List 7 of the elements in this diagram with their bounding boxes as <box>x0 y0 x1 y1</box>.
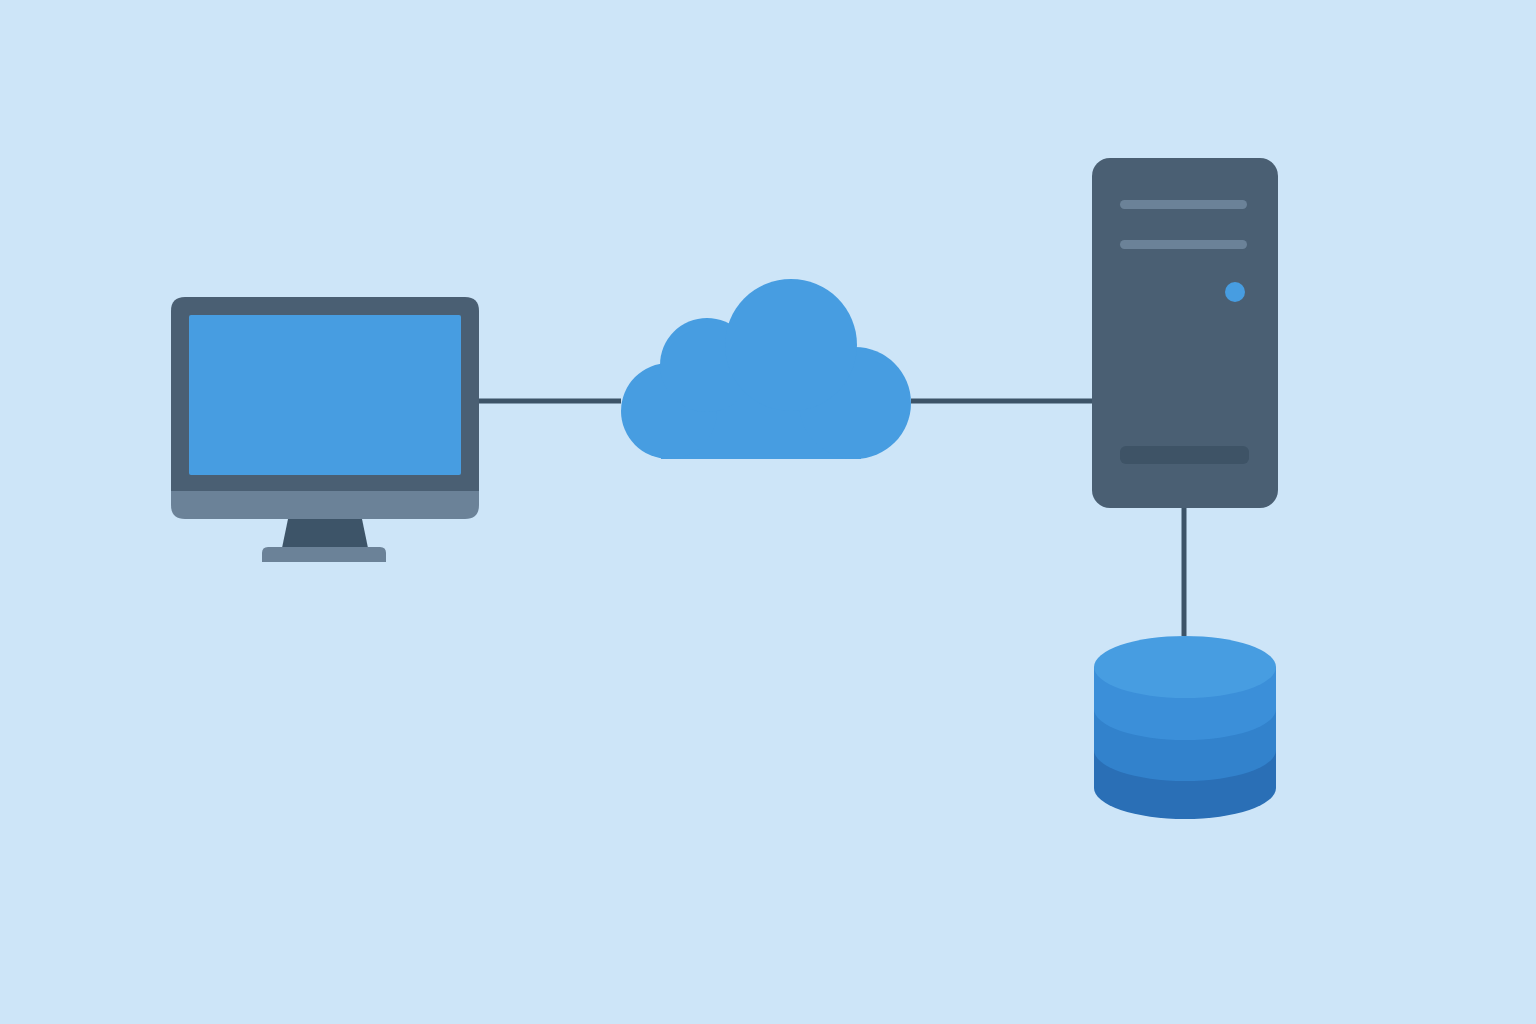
database-cylinder <box>1094 636 1276 820</box>
connector-line <box>479 398 621 404</box>
server-tower-icon <box>1092 158 1278 508</box>
connector-line <box>1181 508 1187 636</box>
monitor-icon <box>171 297 479 562</box>
connector-line <box>911 398 1092 404</box>
cloud-icon <box>621 279 911 459</box>
